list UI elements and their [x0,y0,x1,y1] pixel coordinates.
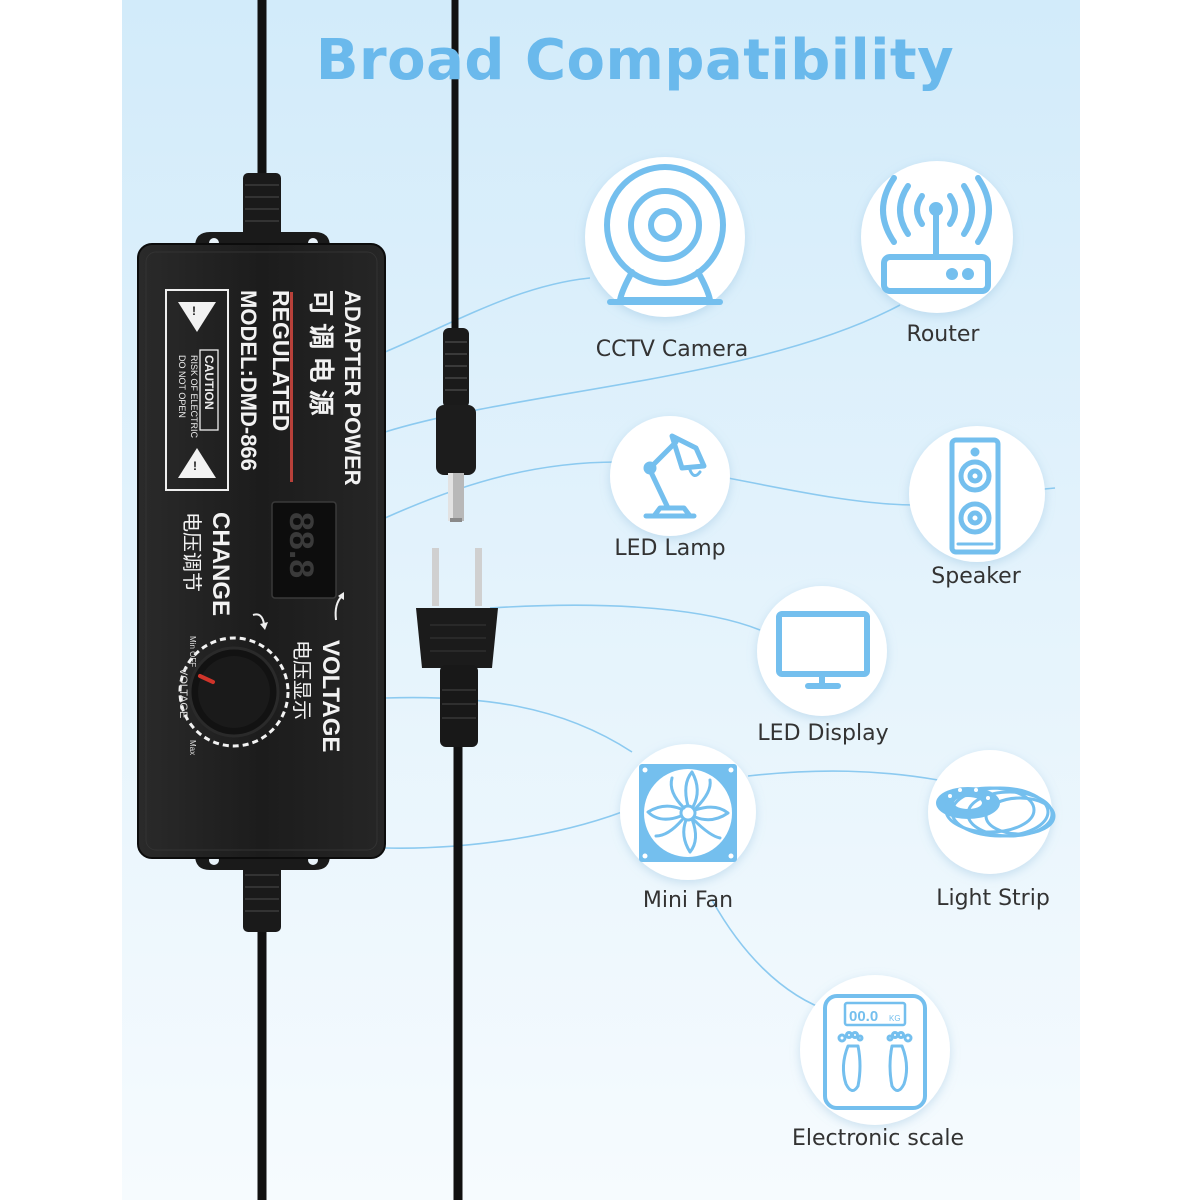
adapter-line2: 可 调 电 源 [306,290,336,416]
connector-line [747,770,939,781]
speaker-icon [949,437,1001,555]
voltage-label-cn: 电压显示 [290,640,313,720]
adapter-line4: MODEL:DMD-866 [236,290,261,471]
page-title: Broad Compatibility [315,28,955,93]
change-label-en: CHANGE [207,512,234,616]
circle-scale [800,975,950,1125]
dial-label: VOLTAGE [177,668,189,718]
risk-text-1: RISK OF ELECTRIC [189,355,199,439]
adapter-line1: ADAPTER POWER [340,290,365,486]
router-icon [880,175,992,294]
device-label-speaker: Speaker [931,564,1021,589]
dial-max-label: Max [188,740,197,755]
connector-line [384,811,623,849]
monitor-icon [776,611,870,689]
svg-text:!: ! [192,304,196,318]
device-label-led-lamp: LED Lamp [614,536,726,561]
connector-line [489,604,761,631]
ac-wall-plug [416,548,498,747]
left-foot [837,1031,864,1092]
scale-reading: 00.0 [849,1008,878,1025]
device-label-cctv-camera: CCTV Camera [595,337,749,362]
device-label-router: Router [906,322,980,347]
connector-line [384,277,591,353]
adapter-line3: REGULATED [268,290,294,431]
device-label-led-display: LED Display [757,721,889,746]
voltage-knob[interactable] [178,636,290,748]
caution-label: ! ! CAUTION RISK OF ELECTRIC DO NOT OPEN [165,289,229,491]
caution-text: CAUTION [202,355,216,410]
power-adapter: ADAPTER POWER 可 调 电 源 REGULATED MODEL:DM… [137,232,386,870]
change-label-cn: 电压调节 [180,512,203,592]
webcam-icon [604,164,726,305]
dc-barrel-plug [436,328,476,522]
power-cords [257,0,463,1200]
connector-line [711,899,833,1013]
voltage-display: 88.8 [271,501,337,599]
connector-line [384,696,633,753]
circle-speaker [909,426,1045,562]
risk-text-2: DO NOT OPEN [177,355,187,418]
scale-unit: KG [889,1014,901,1023]
strain-relief-top [243,173,281,245]
device-label-electronic-scale: Electronic scale [791,1126,965,1151]
desk-lamp-icon [643,433,707,519]
svg-text:!: ! [193,459,197,473]
connector-line [384,461,619,519]
fan-icon [639,764,737,862]
circle-display [757,586,887,716]
device-label-mini-fan: Mini Fan [642,888,734,913]
voltage-label-en: VOLTAGE [317,640,344,752]
right-foot [886,1031,913,1092]
device-label-light-strip: Light Strip [936,886,1050,911]
scale-icon: 00.0 KG [823,994,927,1110]
circle-lamp [610,416,730,536]
dial-min-label: Min OFF [188,636,197,667]
display-digits: 88.8 [282,512,320,578]
strain-relief-bottom [243,860,281,932]
led-strip-icon [936,786,1056,838]
